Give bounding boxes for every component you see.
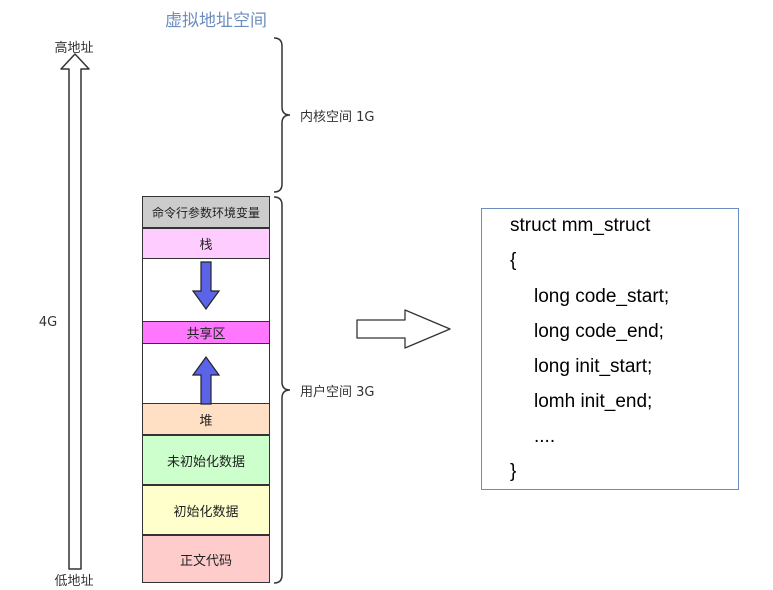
args-env-segment: 命令行参数环境变量 xyxy=(142,196,270,228)
bss-segment: 未初始化数据 xyxy=(142,435,270,485)
heap-growth-up-arrow-icon xyxy=(191,355,221,405)
code-line: .... xyxy=(534,426,556,447)
shared-region-segment: 共享区 xyxy=(142,321,270,344)
code-line: struct mm_struct xyxy=(510,215,651,236)
code-line: } xyxy=(510,461,517,482)
user-space-brace xyxy=(273,196,291,584)
kernel-space-brace xyxy=(273,37,291,193)
code-line: lomh init_end; xyxy=(534,391,653,412)
size-label: 4G xyxy=(38,315,58,330)
stack-growth-down-arrow-icon xyxy=(191,261,221,311)
diagram-title: 虚拟地址空间 xyxy=(165,11,267,31)
kernel-space-segment xyxy=(142,37,270,196)
mm-struct-box: struct mm_struct { long code_start; long… xyxy=(481,208,739,490)
code-line: long code_start; xyxy=(534,286,670,307)
high-address-label: 高地址 xyxy=(54,41,94,56)
user-space-label: 用户空间 3G xyxy=(300,385,375,400)
text-segment: 正文代码 xyxy=(142,535,270,583)
code-line: long init_start; xyxy=(534,356,653,377)
address-up-arrow-icon xyxy=(60,53,90,570)
code-line: long code_end; xyxy=(534,321,664,342)
stack-segment: 栈 xyxy=(142,228,270,259)
kernel-space-label: 内核空间 1G xyxy=(300,110,375,125)
low-address-label: 低地址 xyxy=(54,574,94,589)
data-segment: 初始化数据 xyxy=(142,485,270,535)
heap-segment: 堆 xyxy=(142,403,270,435)
struct-pointer-arrow-icon xyxy=(356,309,451,349)
code-line: { xyxy=(510,250,517,271)
